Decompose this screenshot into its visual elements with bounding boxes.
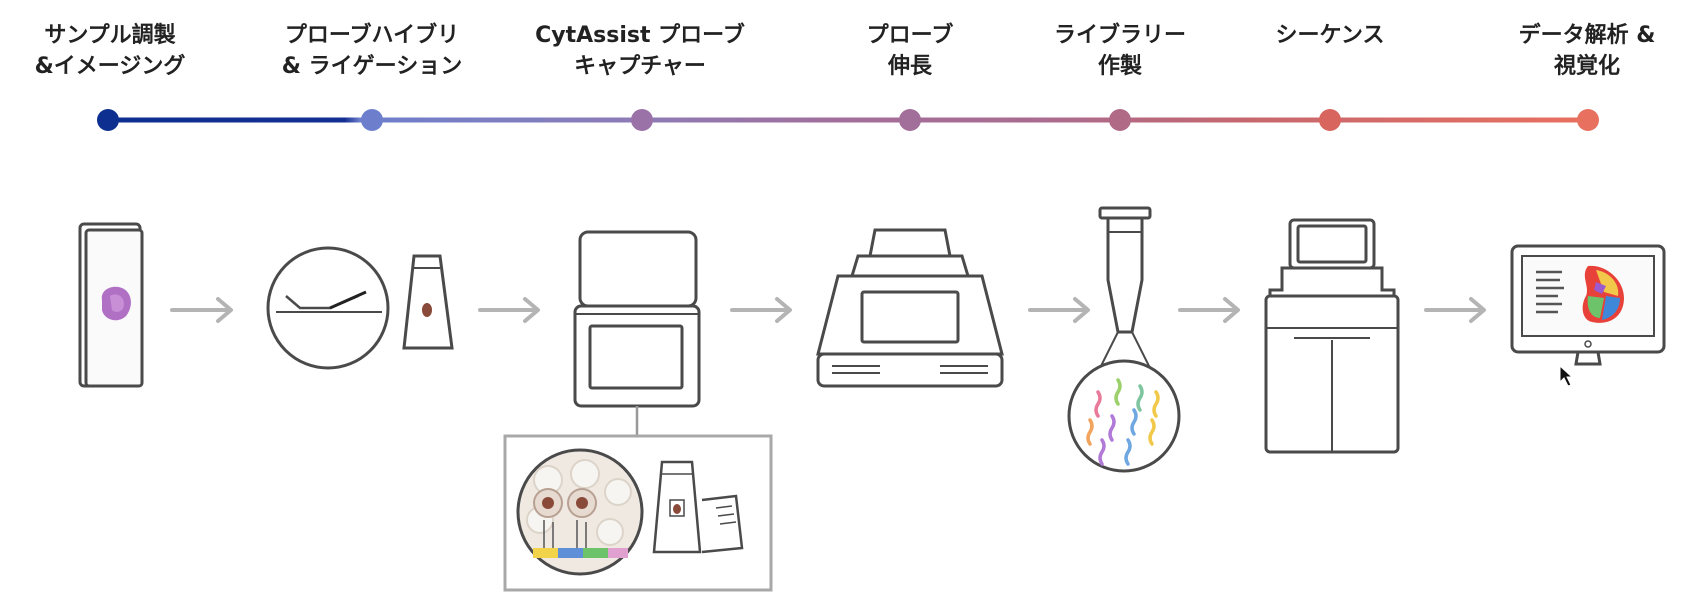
step-label-line1: プローブ	[866, 23, 954, 48]
step-label-library: ライブラリー 作製	[1005, 20, 1235, 82]
timeline-node	[361, 109, 383, 131]
step-label-cytassist: CytAssist プローブ キャプチャー	[525, 20, 755, 82]
library-tube-icon	[1067, 206, 1181, 473]
flow-arrows	[170, 297, 1486, 323]
step-label-line1: ライブラリー	[1053, 23, 1186, 48]
step-label-sample-prep: サンプル調製 &イメージング	[0, 20, 225, 82]
step-label-line2: 視覚化	[1553, 54, 1620, 79]
arrow-icon	[170, 297, 233, 323]
step-label-line2: 作製	[1097, 54, 1142, 79]
timeline-node	[1109, 109, 1131, 131]
spatial-map-icon	[1582, 265, 1624, 323]
timeline-node	[899, 109, 921, 131]
step-label-line1: データ解析 &	[1518, 23, 1656, 48]
timeline-node	[1577, 109, 1599, 131]
timeline-node	[97, 109, 119, 131]
step-label-line2: &イメージング	[34, 54, 186, 79]
step-label-line2: 伸長	[887, 54, 932, 79]
arrow-icon	[1424, 297, 1486, 323]
timeline	[97, 109, 1599, 131]
probe-hybridization-icon	[266, 246, 454, 370]
step-label-probe-hyb: プローブハイブリ & ライゲーション	[257, 20, 487, 82]
timeline-node	[631, 109, 653, 131]
step-label-line1: サンプル調製	[44, 23, 176, 48]
arrow-icon	[1178, 297, 1240, 323]
capture-detail-inset	[503, 434, 773, 592]
step-label-probe-extension: プローブ 伸長	[795, 20, 1025, 82]
arrow-icon	[730, 297, 792, 323]
step-label-line2: & ライゲーション	[281, 54, 463, 79]
cytassist-instrument-icon	[573, 230, 701, 436]
step-label-line1: CytAssist プローブ	[535, 23, 745, 48]
mouse-cursor-icon	[1559, 364, 1574, 387]
arrow-icon	[478, 297, 540, 323]
thermal-cycler-icon	[816, 228, 1004, 388]
sequencer-icon	[1264, 218, 1400, 454]
step-label-analysis: データ解析 & 視覚化	[1472, 20, 1696, 82]
arrow-icon	[1028, 297, 1090, 323]
tissue-slide-icon	[78, 222, 144, 388]
step-label-sequencing: シーケンス	[1215, 20, 1445, 51]
dna-fragments	[1086, 378, 1160, 466]
step-label-line1: シーケンス	[1275, 23, 1385, 48]
timeline-node	[1319, 109, 1341, 131]
step-label-line2: キャプチャー	[574, 54, 706, 79]
step-label-line1: プローブハイブリ	[284, 23, 460, 48]
